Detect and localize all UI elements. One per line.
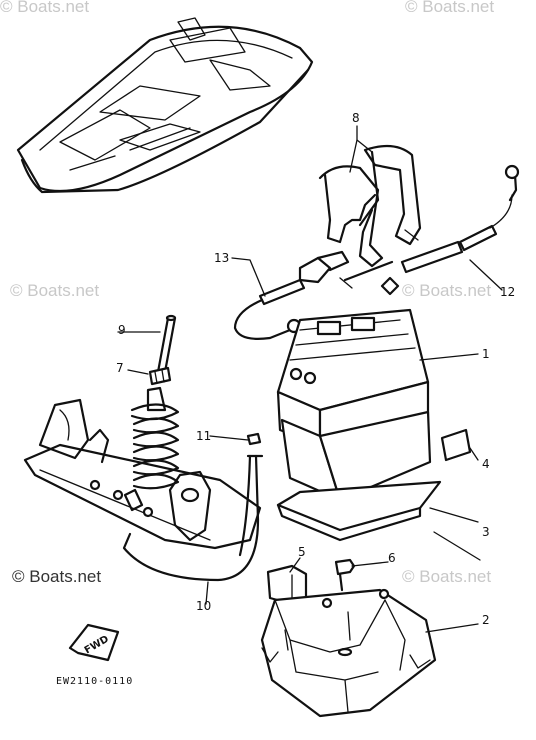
callout-11: 11 — [196, 429, 211, 443]
callout-9: 9 — [118, 323, 126, 337]
battery-box — [260, 588, 437, 718]
nut — [148, 366, 172, 386]
forward-direction-arrow: FWD — [68, 623, 120, 662]
breather-hose — [122, 454, 264, 582]
battery-strap-pair — [318, 144, 422, 268]
watermark-top-left: © Boats.net — [0, 0, 89, 16]
hose-clip — [246, 432, 262, 446]
callout-12: 12 — [500, 285, 515, 299]
callout-5: 5 — [298, 545, 306, 559]
watermark-mid-right: © Boats.net — [402, 281, 491, 300]
mounting-base-spring-assembly — [23, 386, 262, 550]
vent-pipe — [233, 250, 353, 340]
battery-pad-small — [440, 428, 472, 462]
watermark-bottom-left: © Boats.net — [12, 567, 101, 586]
battery — [276, 308, 432, 502]
callout-6: 6 — [388, 551, 396, 565]
battery-mat — [276, 480, 442, 542]
watermark-bottom-right: © Boats.net — [402, 567, 491, 586]
watermark-top-right: © Boats.net — [405, 0, 494, 16]
callout-2: 2 — [482, 613, 490, 627]
callout-3: 3 — [482, 525, 490, 539]
diagram-code: EW2110-0110 — [56, 676, 133, 687]
watercraft-overview — [16, 17, 314, 194]
callout-4: 4 — [482, 457, 490, 471]
callout-13: 13 — [214, 251, 229, 265]
callout-8: 8 — [352, 111, 360, 125]
mounting-rod — [156, 314, 177, 374]
leader-lines — [117, 125, 503, 633]
callout-1: 1 — [482, 347, 490, 361]
watermark-mid-left: © Boats.net — [10, 281, 99, 300]
battery-lead-cable — [343, 164, 520, 296]
box-bolt — [334, 558, 356, 592]
callout-7: 7 — [116, 361, 124, 375]
callout-10: 10 — [196, 599, 211, 613]
